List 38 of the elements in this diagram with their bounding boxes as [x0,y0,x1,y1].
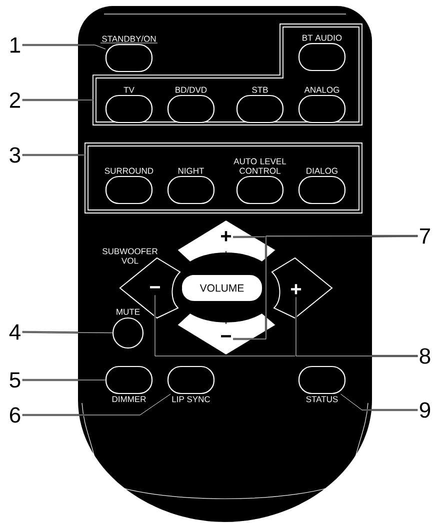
button-label: ANALOG [304,86,340,93]
callout-number: 1 [10,37,20,53]
leader-line [232,235,418,340]
leader-line [22,379,106,381]
button-label: STANDBY/ON [100,36,158,44]
button-label: BD/DVD [176,86,207,93]
button-label: STATUS [306,396,338,402]
volume-button: VOLUME [182,275,262,301]
button-group-frame [84,142,362,214]
button-label: STB [252,86,268,93]
callout-number: 9 [420,402,430,418]
leader-line [22,393,172,416]
button-label: AUTO LEVEL CONTROL [234,158,286,174]
leader-line [22,154,86,156]
volume-down-button: − [176,312,276,356]
button-label: TV [124,86,134,93]
callout-number: 4 [9,324,20,340]
button-label: DIMMER [112,396,146,402]
leader-line [340,393,418,411]
leader-line [295,296,418,357]
button-group-frame [92,24,362,126]
button-label: BT AUDIO [302,34,342,41]
subwoofer-up-button: + [272,258,332,318]
volume-up-button: + [176,220,276,262]
callout-number: 6 [10,407,20,423]
callout-number: 2 [10,92,20,108]
button-label: SURROUND [104,168,154,174]
leader-line [22,44,106,50]
leader-line [22,99,94,101]
callout-number: 5 [10,372,20,388]
button-label: LIP SYNC [172,396,210,402]
callout-number: 8 [420,348,430,364]
callout-number: 7 [420,228,430,244]
button-label: DIALOG [306,168,338,174]
callout-number: 3 [10,147,20,163]
leader-line [22,331,113,334]
button-label: MUTE [116,308,140,315]
button-label: NIGHT [178,168,204,174]
